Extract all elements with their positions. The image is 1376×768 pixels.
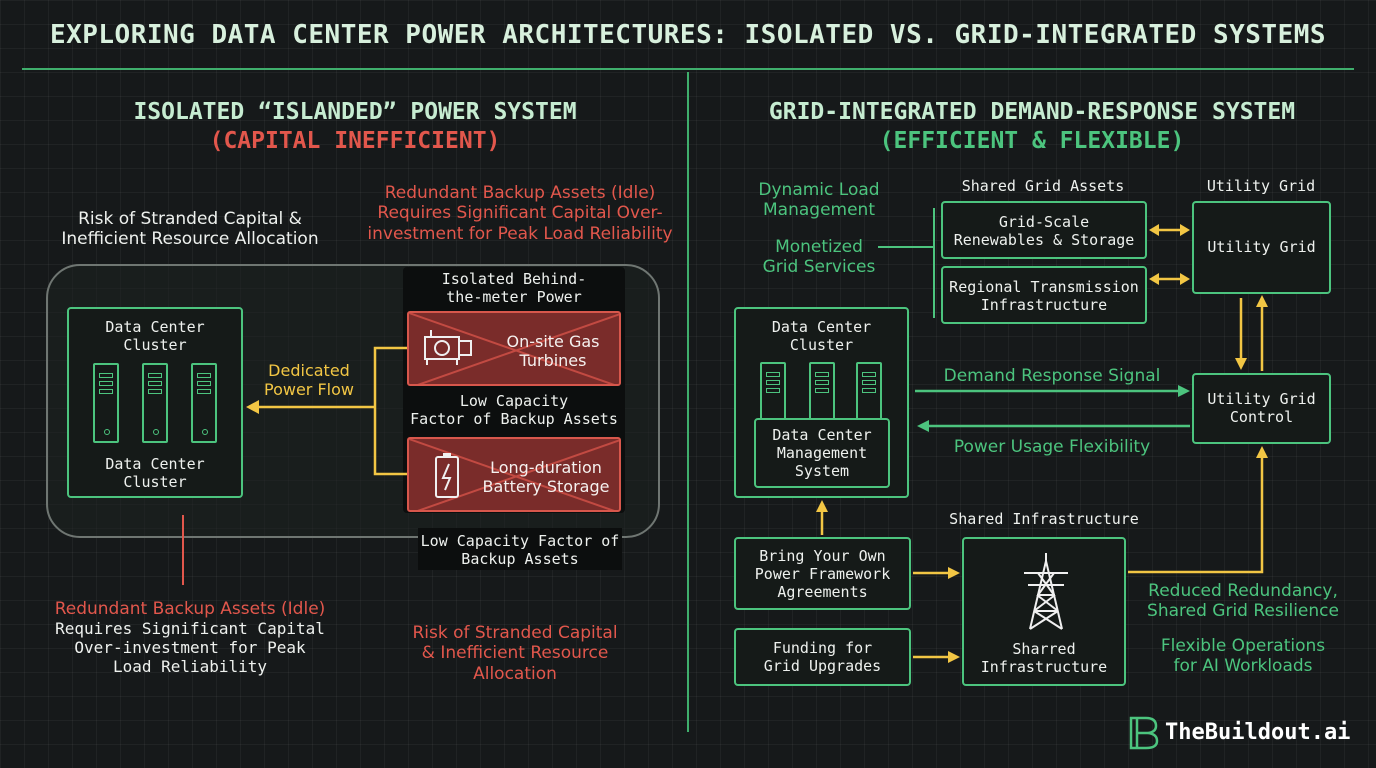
shared-grid-assets-label: Shared Grid Assets <box>961 177 1125 195</box>
gas-turbines-box: On-site Gas Turbines <box>407 311 621 386</box>
dedicated-power-flow-label: Dedicated Power Flow <box>264 361 354 400</box>
utility-grid-control-box: Utility Grid Control <box>1192 373 1331 444</box>
battery-storage-box: Long-duration Battery Storage <box>407 437 621 512</box>
utility-grid-box: Utility Grid <box>1192 201 1331 294</box>
cross-out-mark <box>409 313 619 384</box>
byop-label: Bring Your Own Power Framework Agreement… <box>754 547 891 601</box>
risk-note-bottom: Risk of Stranded Capital & Inefficient R… <box>412 623 618 684</box>
shared-infrastructure-box-label: Sharred Infrastructure <box>980 640 1108 676</box>
utility-grid-control-label: Utility Grid Control <box>1207 390 1316 426</box>
right-heading: GRID-INTEGRATED DEMAND-RESPONSE SYSTEM <box>768 99 1296 125</box>
renewables-storage-label: Grid-Scale Renewables & Storage <box>953 213 1135 249</box>
gas-turbine-icon <box>424 330 472 365</box>
title-divider <box>22 68 1354 70</box>
byop-box: Bring Your Own Power Framework Agreement… <box>734 537 911 610</box>
server-icon <box>93 363 119 443</box>
utility-grid-top-label: Utility Grid <box>1206 177 1316 195</box>
server-icon <box>191 363 217 443</box>
dc-cluster-label-right: Data Center Cluster <box>771 318 872 354</box>
funding-label: Funding for Grid Upgrades <box>763 639 882 675</box>
redundant-note-top: Redundant Backup Assets (Idle) Requires … <box>367 183 673 244</box>
dynamic-load-label: Dynamic Load Management <box>758 180 880 221</box>
transmission-tower-icon <box>1024 553 1068 630</box>
isolated-btm-label: Isolated Behind- the-meter Power <box>441 270 587 306</box>
funding-box: Funding for Grid Upgrades <box>734 628 911 686</box>
left-subheading: (CAPITAL INEFFICIENT) <box>209 128 501 154</box>
battery-storage-label: Long-duration Battery Storage <box>482 458 610 497</box>
data-center-cluster-label-bottom: Data Center Cluster <box>105 455 205 491</box>
redundant-note-bottom-body: Requires Significant Capital Over-invest… <box>55 619 325 677</box>
data-center-cluster-label-top: Data Center Cluster <box>105 318 205 354</box>
transmission-label: Regional Transmission Infrastructure <box>949 278 1139 314</box>
redundant-note-bottom-title: Redundant Backup Assets (Idle) <box>54 599 326 619</box>
shared-infrastructure-label: Shared Infrastructure <box>949 510 1139 528</box>
dedicated-power-flow-arrow <box>0 0 420 200</box>
transmission-box: Regional Transmission Infrastructure <box>941 266 1147 324</box>
page-title: EXPLORING DATA CENTER POWER ARCHITECTURE… <box>49 20 1327 50</box>
low-capacity-note-2: Low Capacity Factor of Backup Assets <box>420 532 620 568</box>
battery-icon <box>435 453 459 498</box>
dc-management-box: Data Center Management System <box>754 418 890 488</box>
data-center-cluster-box: Data Center Cluster Data Center Cluster <box>67 307 243 498</box>
cross-out-mark <box>409 439 619 510</box>
low-capacity-backdrop <box>418 528 622 570</box>
brand-logo-icon <box>1129 716 1159 750</box>
reduced-redundancy-label: Reduced Redundancy, Shared Grid Resilien… <box>1147 581 1339 622</box>
utility-grid-label: Utility Grid <box>1207 238 1316 256</box>
low-capacity-note-1: Low Capacity Factor of Backup Assets <box>410 392 618 428</box>
demand-response-signal-label: Demand Response Signal <box>943 366 1161 386</box>
right-subheading: (EFFICIENT & FLEXIBLE) <box>879 128 1185 154</box>
dc-management-label: Data Center Management System <box>772 426 872 480</box>
center-divider <box>687 72 689 732</box>
renewables-storage-box: Grid-Scale Renewables & Storage <box>941 201 1147 259</box>
brand-name: TheBuildout.ai <box>1165 720 1351 745</box>
risk-note-top: Risk of Stranded Capital & Inefficient R… <box>61 209 319 250</box>
gas-turbines-label: On-site Gas Turbines <box>506 332 600 371</box>
flexible-operations-label: Flexible Operations for AI Workloads <box>1160 636 1326 677</box>
shared-infrastructure-box: Sharred Infrastructure <box>962 537 1126 686</box>
left-heading: ISOLATED “ISLANDED” POWER SYSTEM <box>133 99 577 125</box>
monetized-services-label: Monetized Grid Services <box>762 237 876 278</box>
power-usage-flexibility-label: Power Usage Flexibility <box>953 437 1151 457</box>
server-icon <box>142 363 168 443</box>
